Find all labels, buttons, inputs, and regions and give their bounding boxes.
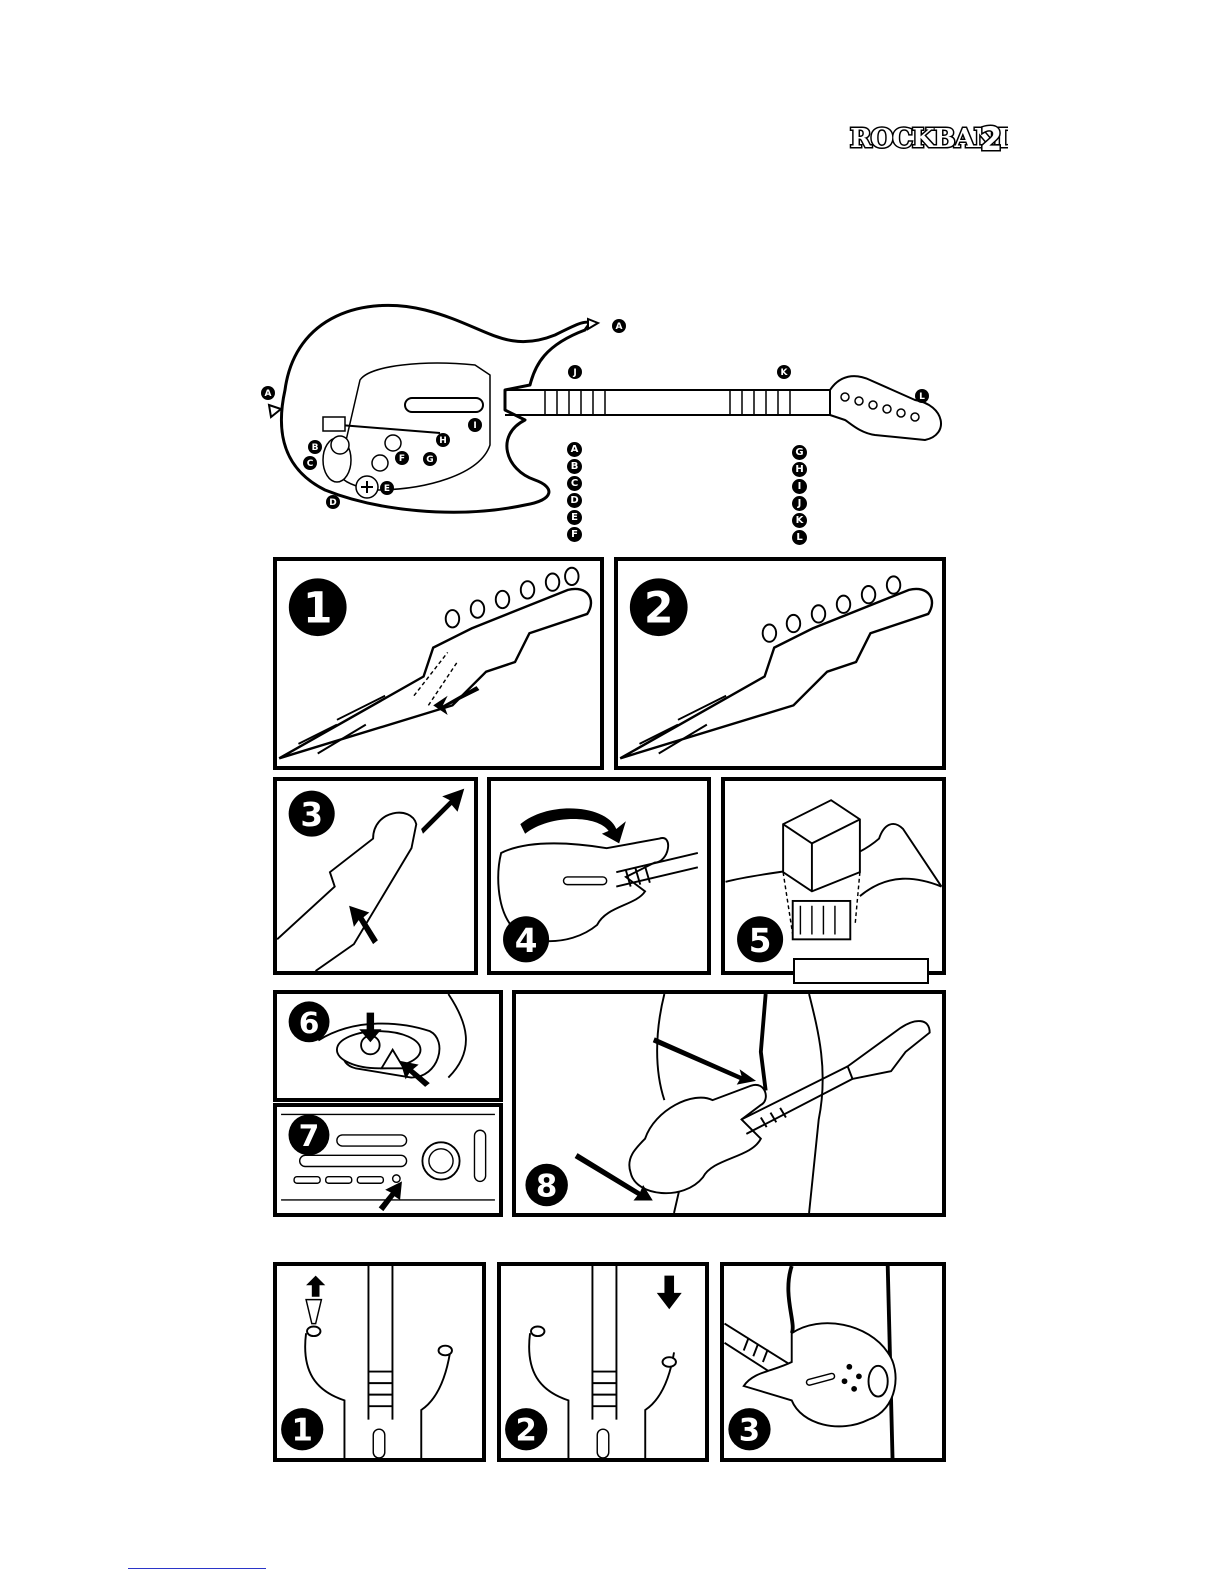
legend-badge: E (567, 510, 582, 525)
svg-text:J: J (572, 368, 576, 378)
svg-text:K: K (781, 368, 789, 378)
step-panel-7: 7 (273, 1103, 503, 1217)
legend-badge: I (792, 479, 807, 494)
legend-right: G H I J K L (792, 445, 810, 547)
strap-panel-1: 1 (273, 1262, 486, 1462)
step-number: 1 (292, 1413, 313, 1449)
step-number: 3 (300, 796, 323, 834)
step-panel-3: 3 (273, 777, 478, 975)
step-panel-5: 5 (721, 777, 946, 975)
step-number: 8 (536, 1169, 557, 1205)
svg-text:C: C (307, 459, 314, 469)
strap-panel-2: 2 (497, 1262, 709, 1462)
svg-text:F: F (399, 454, 405, 464)
battery-callout-box (793, 958, 929, 984)
legend-badge: A (567, 442, 582, 457)
legend-badge: G (792, 445, 807, 460)
step-panel-4: 4 (487, 777, 711, 975)
step-number: 3 (739, 1413, 760, 1449)
step-number: 5 (749, 922, 772, 960)
svg-text:D: D (329, 498, 336, 508)
legend-badge: B (567, 459, 582, 474)
step-panel-8: 8 (512, 990, 946, 1217)
legend-badge: H (792, 462, 807, 477)
step-panel-6: 6 (273, 990, 503, 1102)
svg-text:B: B (312, 443, 319, 453)
guitar-diagram: A A B C D E F G H I J K L (255, 295, 955, 555)
step-number: 2 (644, 584, 673, 633)
rockband-logo: ROCKBAND 2 (848, 120, 1008, 154)
step-number: 2 (516, 1413, 537, 1449)
svg-text:I: I (473, 421, 476, 431)
legend-badge: D (567, 493, 582, 508)
strap-panel-3: 3 (720, 1262, 946, 1462)
step-number: 1 (303, 584, 332, 633)
step-number: 7 (299, 1119, 320, 1154)
legend-badge: L (792, 530, 807, 545)
svg-text:A: A (265, 389, 272, 399)
legend-badge: F (567, 527, 582, 542)
svg-text:E: E (384, 484, 390, 494)
svg-text:H: H (439, 436, 447, 446)
legend-badge: C (567, 476, 582, 491)
svg-text:A: A (616, 322, 623, 332)
step-number: 6 (299, 1006, 320, 1041)
step-number: 4 (515, 922, 538, 960)
legend-badge: K (792, 513, 807, 528)
legend-badge: J (792, 496, 807, 511)
step-panel-2: 2 (614, 557, 946, 770)
step-panel-1: 1 (273, 557, 604, 770)
footer-rule (128, 1568, 266, 1569)
logo-number: 2 (980, 120, 1002, 154)
svg-text:L: L (919, 392, 925, 402)
legend-left: A B C D E F (567, 442, 585, 544)
svg-text:G: G (426, 455, 433, 465)
